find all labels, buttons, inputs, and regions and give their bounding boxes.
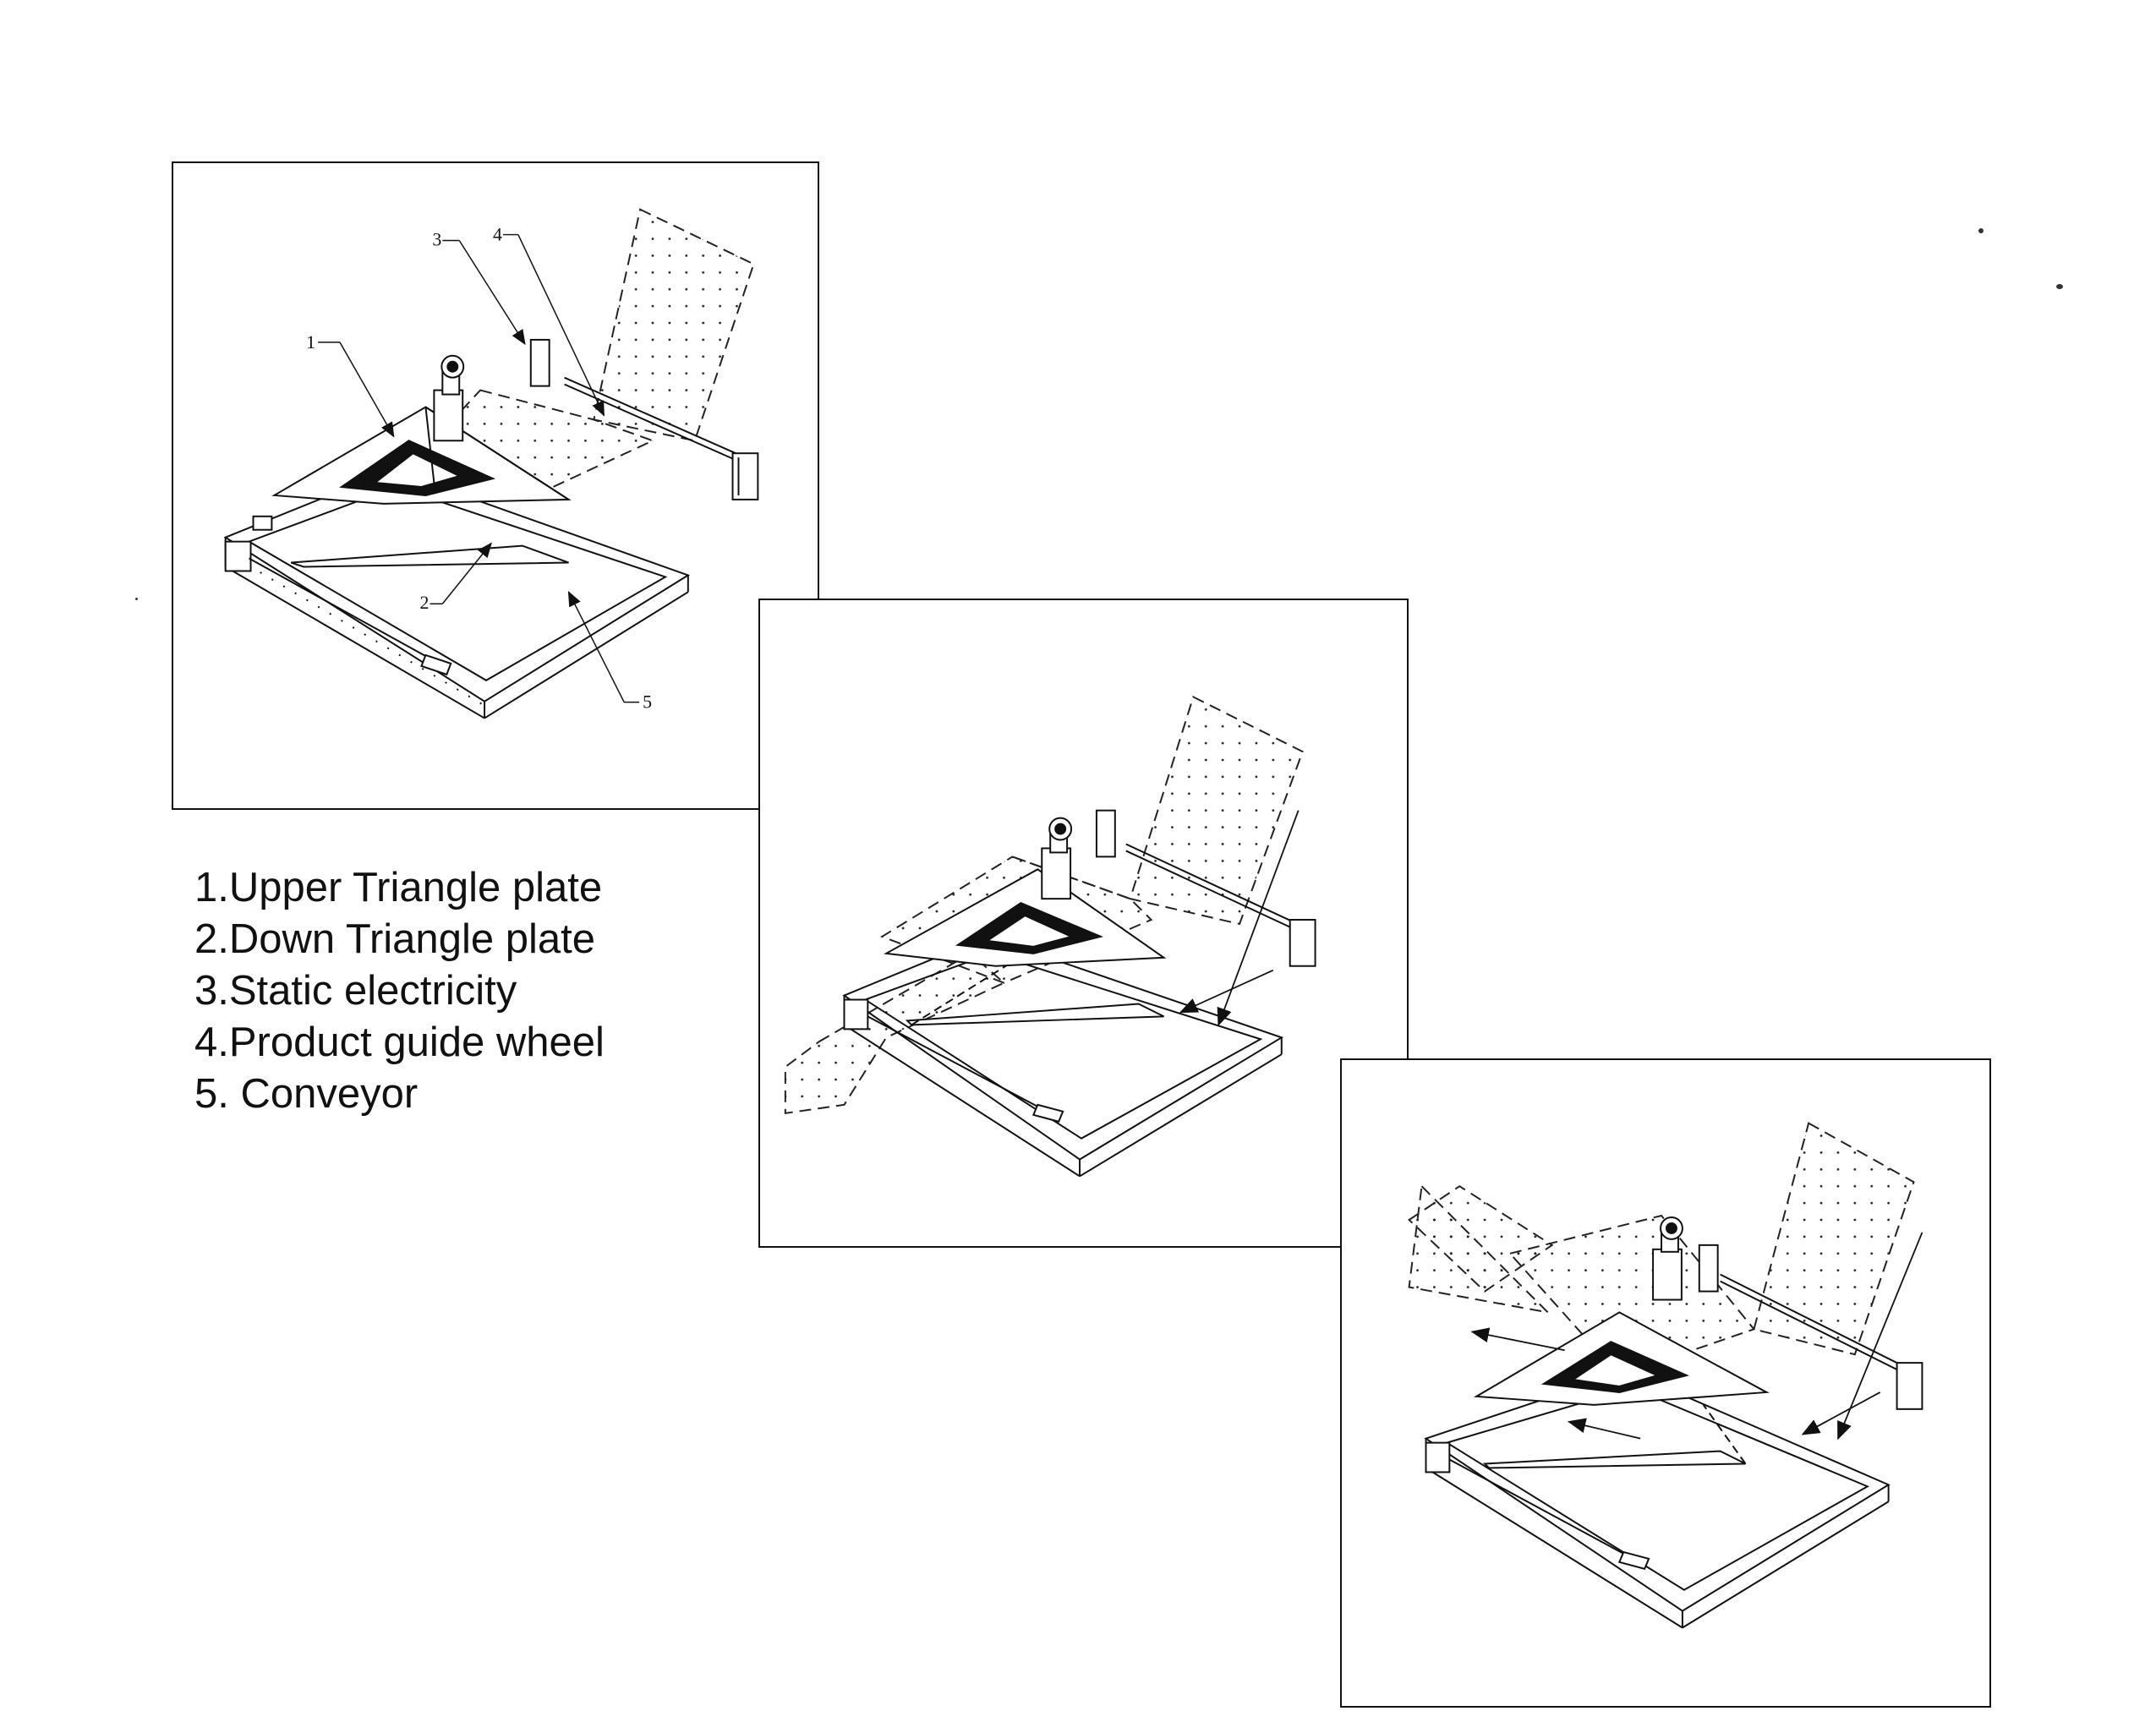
conveyor-frame <box>842 935 1284 1178</box>
product-sheet-upright <box>1129 695 1304 926</box>
callout-1: 1 <box>306 332 395 438</box>
product-sheet-upright <box>1753 1122 1915 1356</box>
diagram-panel-1: 1 2 3 4 5 <box>172 161 819 810</box>
legend-item-product-guide-wheel: 4.Product guide wheel <box>194 1020 605 1065</box>
guide-rail <box>1095 809 1316 967</box>
upper-triangle-plate <box>1473 1311 1770 1406</box>
product-sheet-upright <box>593 208 755 442</box>
guide-rail <box>1698 1244 1923 1410</box>
svg-text:2: 2 <box>419 593 429 613</box>
svg-text:5: 5 <box>643 692 652 713</box>
down-triangle-plate <box>1482 1404 1747 1469</box>
parts-legend: 1.Upper Triangle plate 2.Down Triangle p… <box>194 862 605 1120</box>
callout-2: 2 <box>419 542 492 613</box>
upper-triangle-plate <box>271 406 572 505</box>
vertical-column <box>433 354 465 442</box>
conveyor-frame <box>1424 1370 1891 1629</box>
down-triangle-plate <box>905 960 1164 1026</box>
machine-drawing-1: 1 2 3 4 5 <box>223 208 759 719</box>
legend-item-down-triangle-plate: 2.Down Triangle plate <box>194 916 595 962</box>
scan-speck <box>135 598 138 600</box>
down-triangle-plate <box>290 544 569 568</box>
machine-drawing-3 <box>1407 1122 1923 1629</box>
callout-5: 5 <box>567 591 652 713</box>
motion-arrows <box>1470 1232 1923 1441</box>
product-sheet-folding <box>784 856 1153 1114</box>
vertical-column <box>1041 817 1073 900</box>
legend-item-static-electricity: 3.Static electricity <box>194 968 517 1014</box>
legend-item-upper-triangle-plate: 1.Upper Triangle plate <box>194 865 603 910</box>
vertical-column <box>1652 1216 1683 1301</box>
scan-speck <box>2056 284 2063 289</box>
callout-3: 3 <box>432 229 526 346</box>
guide-rail <box>529 338 759 500</box>
motion-arrows <box>1179 810 1300 1027</box>
scan-speck <box>1978 228 1984 233</box>
upper-triangle-plate <box>884 868 1167 967</box>
diagram-panel-2 <box>758 599 1409 1248</box>
diagram-panel-3 <box>1340 1058 1991 1708</box>
svg-text:3: 3 <box>432 229 441 249</box>
machine-drawing-2 <box>784 695 1316 1178</box>
conveyor-frame <box>223 469 691 719</box>
product-sheet-folded-over <box>1407 1184 1756 1377</box>
legend-item-conveyor: 5. Conveyor <box>194 1071 419 1117</box>
svg-text:4: 4 <box>493 225 502 245</box>
callout-4: 4 <box>493 225 605 417</box>
svg-text:1: 1 <box>306 332 315 353</box>
